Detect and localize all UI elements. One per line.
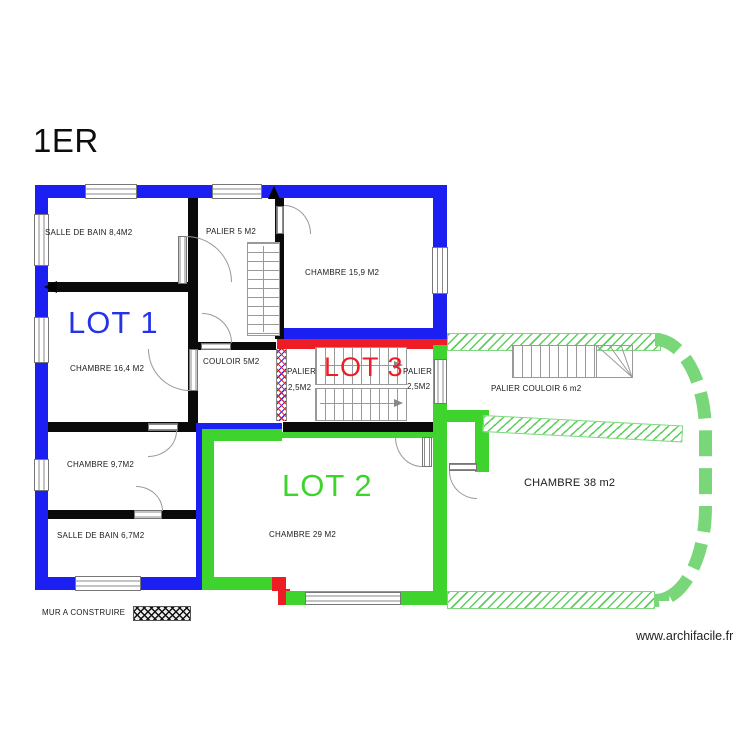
legend-wall-to-build-swatch bbox=[133, 606, 191, 621]
wall-lot2-left-green bbox=[202, 429, 214, 577]
door-arc-chambre38 bbox=[449, 471, 477, 499]
door-arc-sdb84 bbox=[186, 236, 232, 282]
room-label-salle-de-bain-6-7: SALLE DE BAIN 6,7M2 bbox=[57, 531, 145, 540]
room-area-palier-gauche: 2,5M2 bbox=[288, 383, 312, 392]
window bbox=[34, 317, 49, 363]
wall-to-build-crosshatch bbox=[276, 349, 287, 421]
wall-chambre97-bottom bbox=[48, 510, 196, 519]
lot2-label: LOT 2 bbox=[282, 468, 373, 503]
room-label-chambre-38: CHAMBRE 38 m2 bbox=[524, 477, 616, 489]
wall-lot3-bottom-black bbox=[283, 422, 437, 432]
stairs-arrow bbox=[394, 361, 403, 369]
window bbox=[34, 459, 49, 491]
wall-right-green bbox=[433, 345, 447, 605]
stairs-palier5-runline bbox=[263, 246, 264, 332]
room-area-palier-droit: 2,5M2 bbox=[407, 382, 431, 391]
window bbox=[305, 592, 401, 605]
watermark-link[interactable]: www.archifacile.fr bbox=[636, 629, 734, 643]
wall-chambre159-bottom-blue bbox=[283, 328, 447, 339]
wall-palier5-bottom bbox=[198, 342, 276, 350]
wall-lot2-top-green-thin bbox=[282, 432, 433, 438]
stairs-winder bbox=[595, 344, 633, 378]
wall-to-build-ext-curve bbox=[655, 333, 712, 607]
lot1-label: LOT 1 bbox=[68, 305, 159, 340]
page-title: 1ER bbox=[33, 122, 99, 159]
room-label-chambre-15-9: CHAMBRE 15,9 M2 bbox=[305, 268, 380, 277]
room-label-chambre-16-4: CHAMBRE 16,4 M2 bbox=[70, 364, 145, 373]
wall-to-build-ext-divider bbox=[482, 415, 684, 443]
wall-interior-vertical-main bbox=[188, 198, 198, 423]
wall-arrow-up bbox=[268, 186, 280, 199]
legend-wall-to-build-label: MUR A CONSTRUIRE bbox=[42, 608, 126, 617]
door-leaf bbox=[276, 206, 284, 234]
door-arc-lot2 bbox=[395, 437, 422, 467]
door-leaf bbox=[201, 343, 231, 350]
room-label-palier-droit: PALIER bbox=[403, 367, 433, 376]
door-leaf bbox=[134, 510, 162, 519]
wall-lot2-left-blue bbox=[196, 423, 202, 577]
stairs-lot3-lower-flight bbox=[315, 388, 407, 421]
door-leaf bbox=[189, 349, 198, 391]
room-label-chambre-9-7: CHAMBRE 9,7M2 bbox=[67, 460, 135, 469]
window bbox=[434, 359, 447, 404]
door-leaf bbox=[422, 437, 432, 467]
wall-sdb84-bottom bbox=[48, 282, 188, 292]
stairs-palier-couloir bbox=[512, 345, 597, 378]
door-arc-couloir bbox=[202, 313, 232, 343]
stairs-arrow bbox=[394, 399, 403, 407]
window bbox=[75, 576, 141, 591]
stairs-lot3-upper-flight bbox=[315, 347, 407, 385]
wall-lot2-top-green bbox=[202, 429, 282, 441]
stairs-winder-icon bbox=[595, 344, 633, 378]
stairs-lot3-runline-upper bbox=[320, 365, 394, 366]
door-arc-sdb67 bbox=[136, 486, 163, 511]
wall-lot2-bottom-green-upper bbox=[202, 577, 272, 590]
window bbox=[34, 214, 49, 266]
window bbox=[85, 184, 137, 199]
room-label-couloir-5: COULOIR 5M2 bbox=[203, 357, 260, 366]
room-label-palier-gauche: PALIER bbox=[287, 367, 317, 376]
room-label-palier-couloir-6: PALIER COULOIR 6 m2 bbox=[491, 384, 582, 393]
wall-arrow-left bbox=[44, 281, 57, 293]
lot3-label: LOT 3 bbox=[324, 352, 404, 382]
wall-lot3-top-red bbox=[277, 339, 447, 349]
wall-lot2-top-blue bbox=[196, 423, 282, 429]
window bbox=[212, 184, 262, 199]
window bbox=[432, 247, 448, 294]
wall-chambre164-bottom bbox=[48, 422, 196, 432]
room-label-chambre-29: CHAMBRE 29 M2 bbox=[269, 530, 337, 539]
door-leaf bbox=[449, 463, 477, 471]
door-leaf bbox=[148, 423, 178, 431]
room-label-salle-de-bain-8-4: SALLE DE BAIN 8,4M2 bbox=[45, 228, 133, 237]
wall-lot2-bottom-red-a bbox=[272, 577, 286, 591]
stairs-lot3-runline-lower bbox=[320, 403, 394, 404]
room-label-palier-5: PALIER 5 M2 bbox=[206, 227, 257, 236]
wall-to-build-ext-bottom bbox=[447, 591, 655, 609]
door-arc-chambre159 bbox=[284, 205, 311, 234]
door-arc-chambre164 bbox=[148, 349, 190, 391]
door-arc-chambre97 bbox=[148, 431, 177, 457]
